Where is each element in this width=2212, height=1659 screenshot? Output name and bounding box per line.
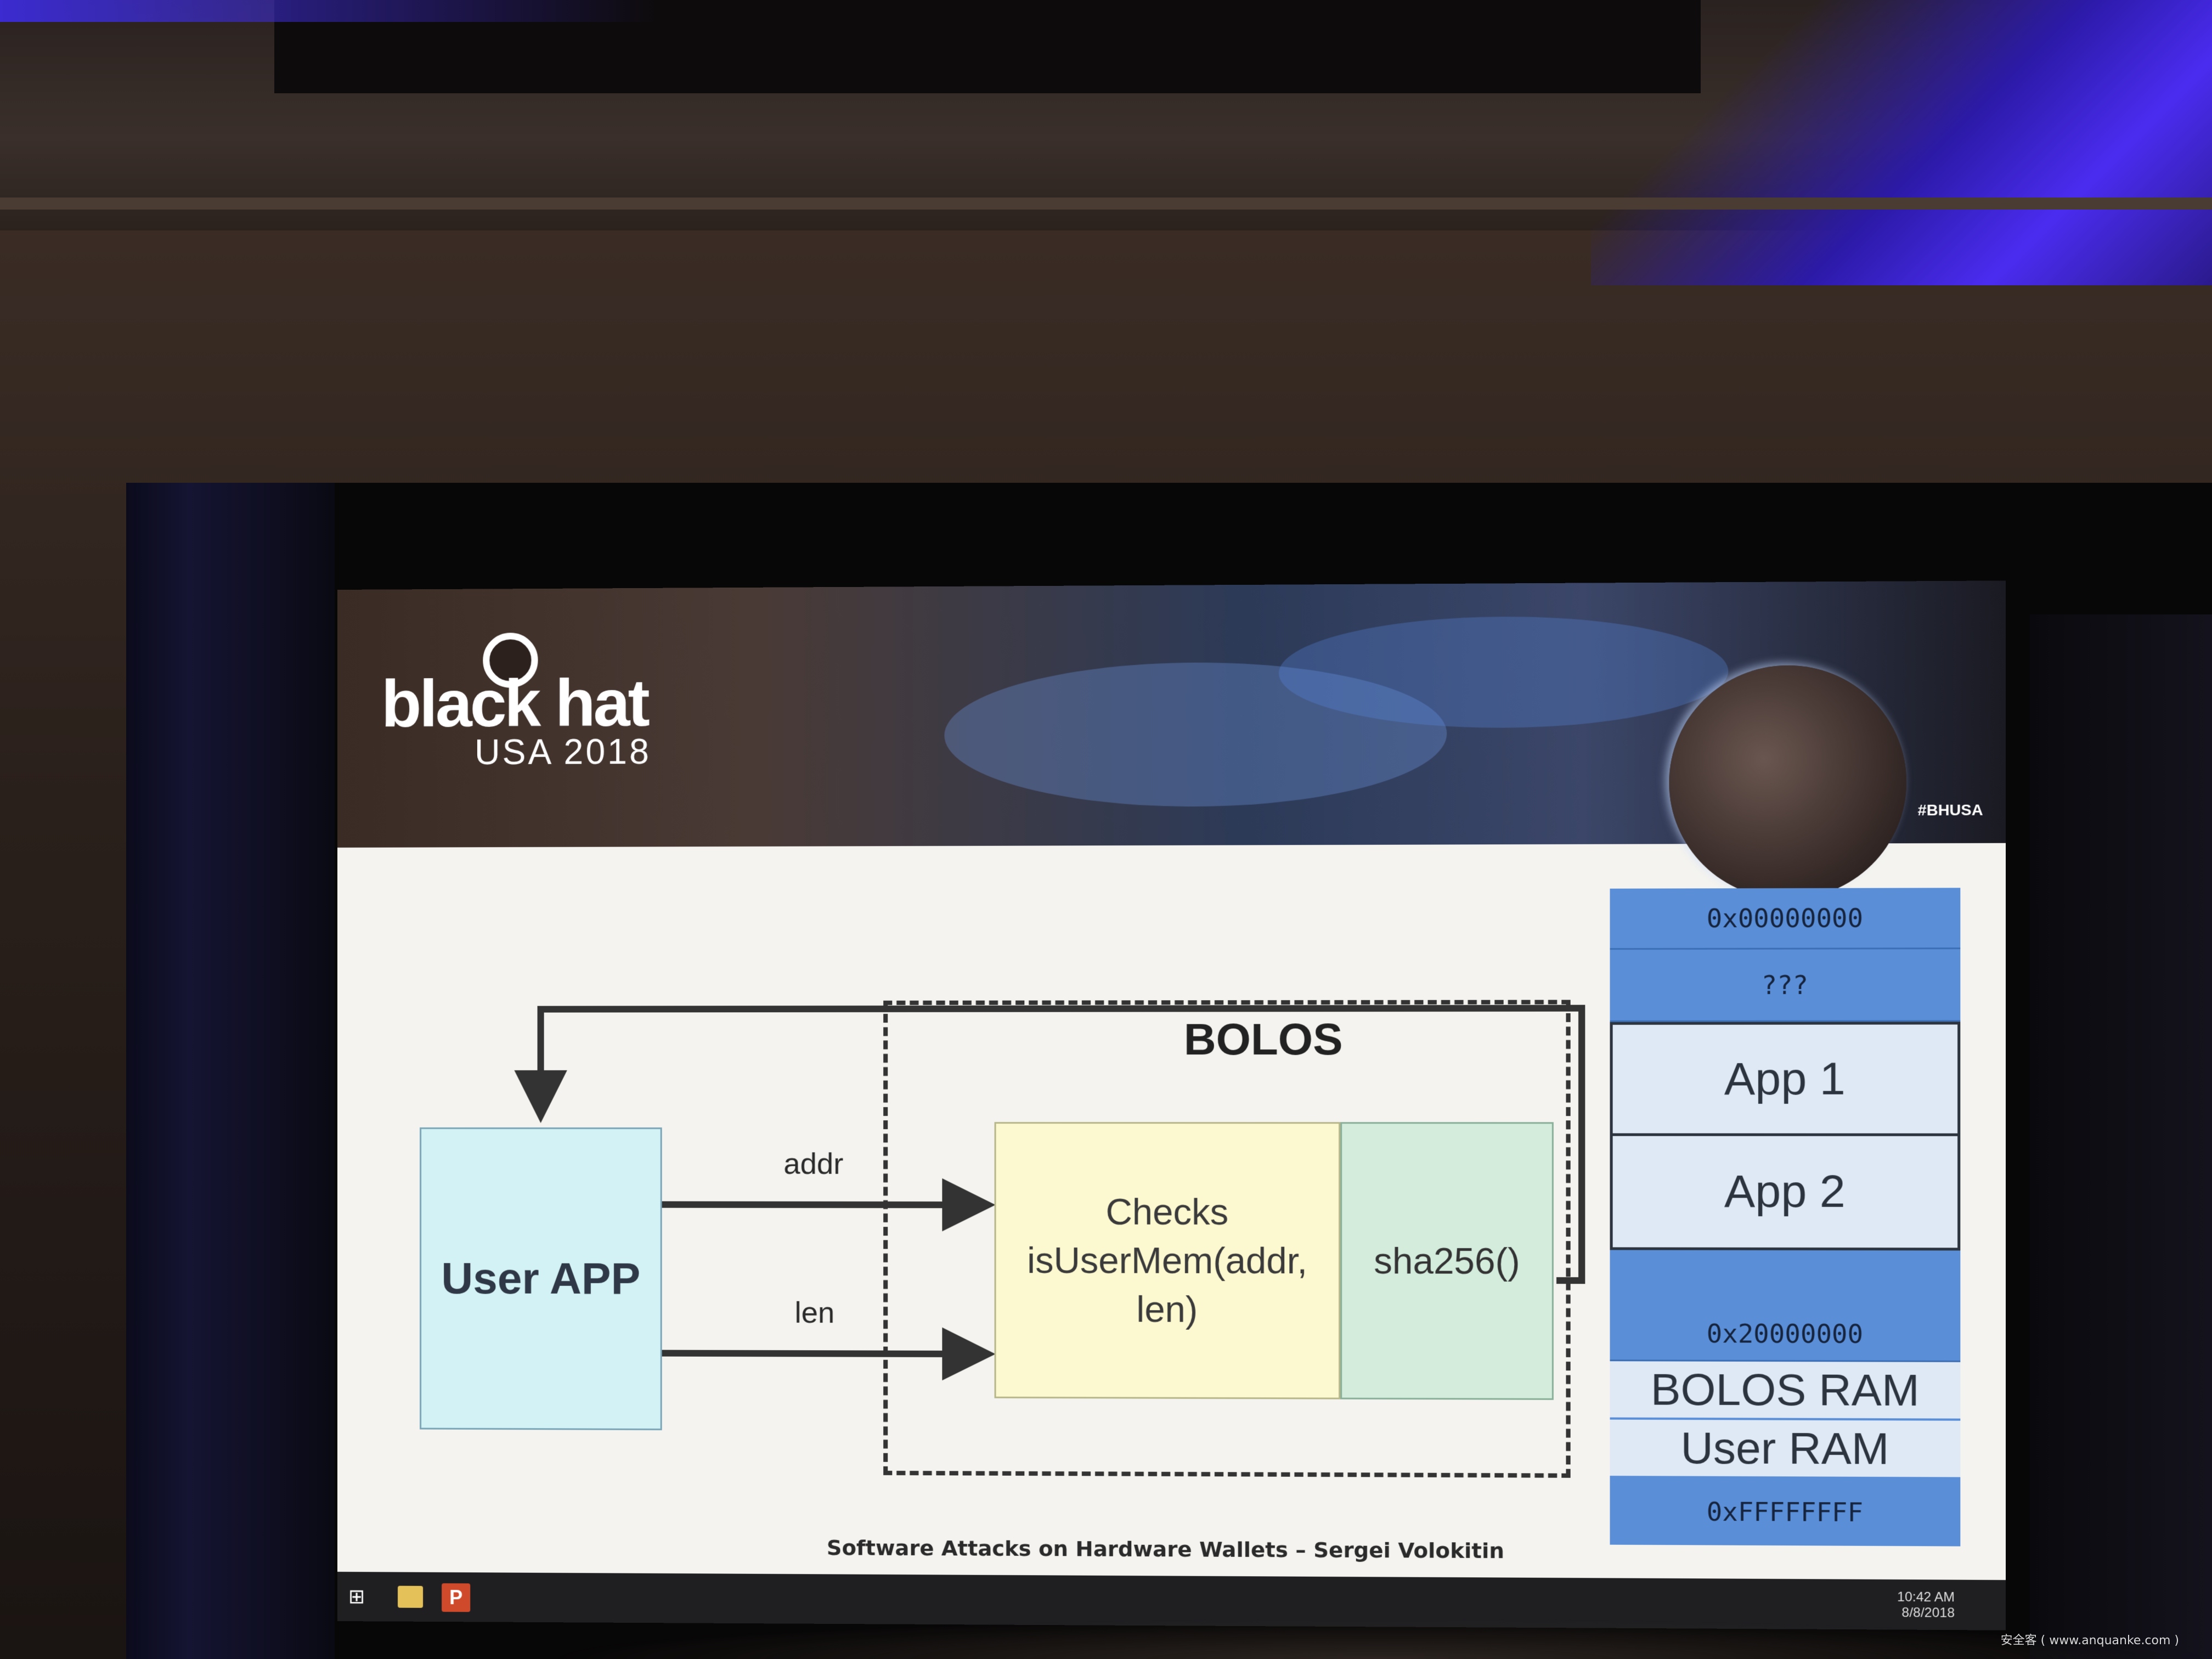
mem-bolos-ram: BOLOS RAM [1610, 1361, 1961, 1421]
memory-map: 0x00000000 ??? App 1 App 2 0x20000000 BO… [1610, 888, 1961, 1547]
curtain-left [126, 483, 335, 1659]
mem-unknown-region: ??? [1610, 949, 1961, 1022]
blue-light-left [0, 0, 658, 22]
logo-brand-text: black hat [381, 666, 648, 741]
slide-header-banner: black hat USA 2018 #BHUSA [337, 580, 2006, 900]
mem-app1: App 1 [1610, 1022, 1961, 1136]
checks-function: isUserMem(addr, [1027, 1239, 1308, 1282]
watermark: 安全客 ( www.anquanke.com ) [2000, 1634, 2179, 1647]
user-app-box: User APP [420, 1127, 662, 1431]
sha256-box: sha256() [1340, 1122, 1554, 1400]
logo-edition-text: USA 2018 [475, 731, 651, 772]
presentation-slide: black hat USA 2018 #BHUSA User APP addr … [337, 580, 2006, 1630]
mem-ram-start-address: 0x20000000 [1610, 1250, 1961, 1362]
cloud-decoration [1278, 616, 1729, 729]
blue-light-right [1591, 0, 2212, 285]
checks-box: Checks isUserMem(addr, len) [994, 1122, 1341, 1400]
file-explorer-icon[interactable] [398, 1585, 424, 1608]
powerpoint-icon[interactable]: P [442, 1583, 471, 1612]
audience-heads [549, 1618, 2212, 1659]
curtain-right [2030, 614, 2212, 1659]
system-tray-clock[interactable]: 10:42 AM 8/8/2018 [1897, 1589, 1955, 1621]
mem-start-address: 0x00000000 [1610, 888, 1961, 950]
addr-label: addr [783, 1147, 844, 1181]
bolos-title: BOLOS [1183, 1014, 1343, 1064]
mem-app2: App 2 [1610, 1133, 1961, 1251]
blackhat-logo: black hat USA 2018 [381, 631, 723, 776]
hashtag: #BHUSA [1917, 801, 1983, 819]
len-label: len [794, 1296, 835, 1330]
windows-start-icon[interactable]: ⊞ [348, 1585, 365, 1608]
mem-end-address: 0xFFFFFFFF [1610, 1478, 1961, 1547]
mem-user-ram: User RAM [1610, 1419, 1961, 1480]
checks-label: Checks [1105, 1191, 1229, 1233]
checks-function-arg: len) [1136, 1288, 1198, 1330]
wall-trim [0, 198, 2212, 210]
clock-time: 10:42 AM [1897, 1589, 1955, 1605]
slide-body: User APP addr len BOLOS Checks isUserMem… [337, 843, 2006, 1630]
